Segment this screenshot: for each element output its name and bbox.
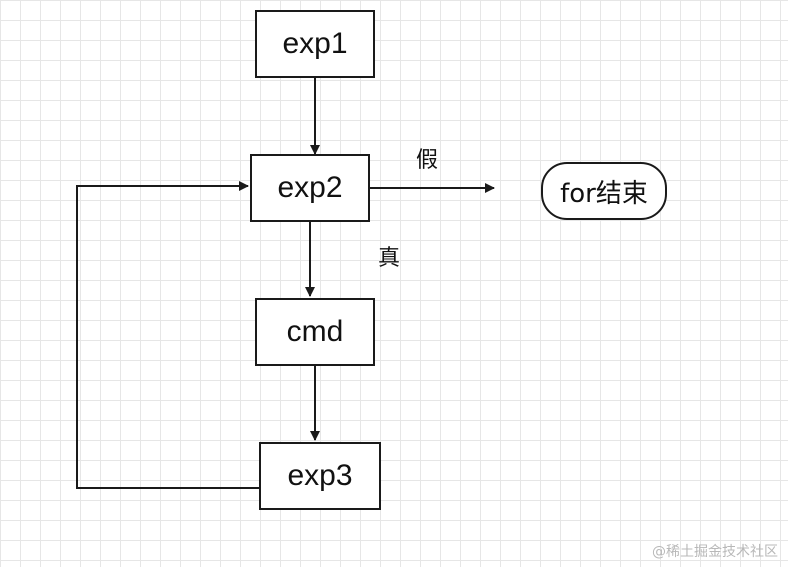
exp3-node: exp3 [259, 442, 381, 510]
edge-exp3-loop-to-exp2 [76, 181, 259, 489]
exp1-node: exp1 [255, 10, 375, 78]
cmd-node: cmd [255, 298, 375, 366]
false-branch-label: 假 [416, 148, 439, 173]
for-end-terminal-node: for结束 [541, 162, 667, 220]
true-branch-label: 真 [378, 246, 401, 271]
watermark: @稀土掘金技术社区 [652, 544, 778, 560]
exp2-node: exp2 [250, 154, 370, 222]
